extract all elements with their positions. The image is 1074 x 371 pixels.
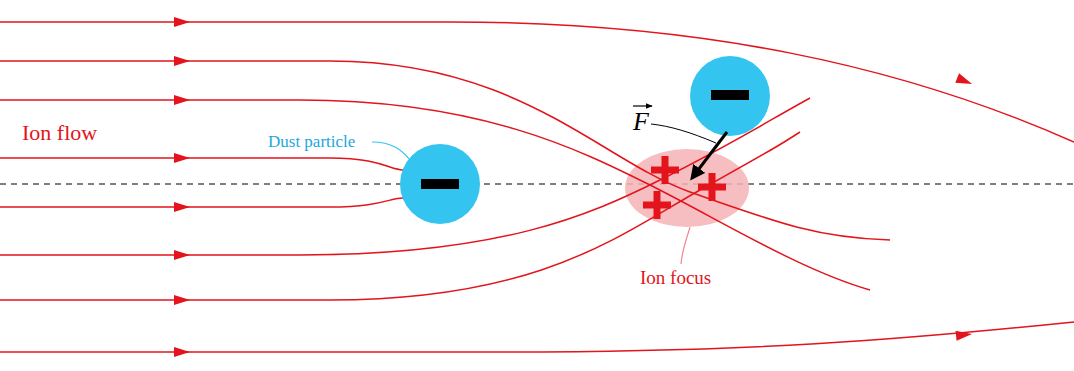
force-label: F bbox=[633, 109, 649, 135]
leader-line bbox=[372, 142, 410, 160]
dust-particle bbox=[690, 56, 770, 136]
vector-arrow bbox=[633, 105, 652, 106]
minus-sign bbox=[711, 90, 749, 100]
plus-signs bbox=[643, 156, 726, 219]
axis-line bbox=[0, 184, 1074, 185]
force-arrow bbox=[692, 132, 727, 178]
focus-label: Ion focus bbox=[640, 268, 711, 287]
leader-line bbox=[681, 227, 690, 264]
leader-line bbox=[651, 124, 716, 143]
streamline bbox=[0, 22, 1074, 142]
flow-arrowheads bbox=[174, 17, 974, 357]
streamline bbox=[0, 322, 1074, 352]
flow-label: Ion flow bbox=[22, 122, 97, 144]
streamline bbox=[0, 158, 403, 170]
streamline bbox=[0, 198, 403, 207]
minus-sign bbox=[421, 179, 459, 189]
dust-particle bbox=[400, 144, 480, 224]
ion-streamlines bbox=[0, 22, 1074, 352]
streamline bbox=[0, 132, 800, 300]
particle-label: Dust particle bbox=[268, 133, 355, 150]
